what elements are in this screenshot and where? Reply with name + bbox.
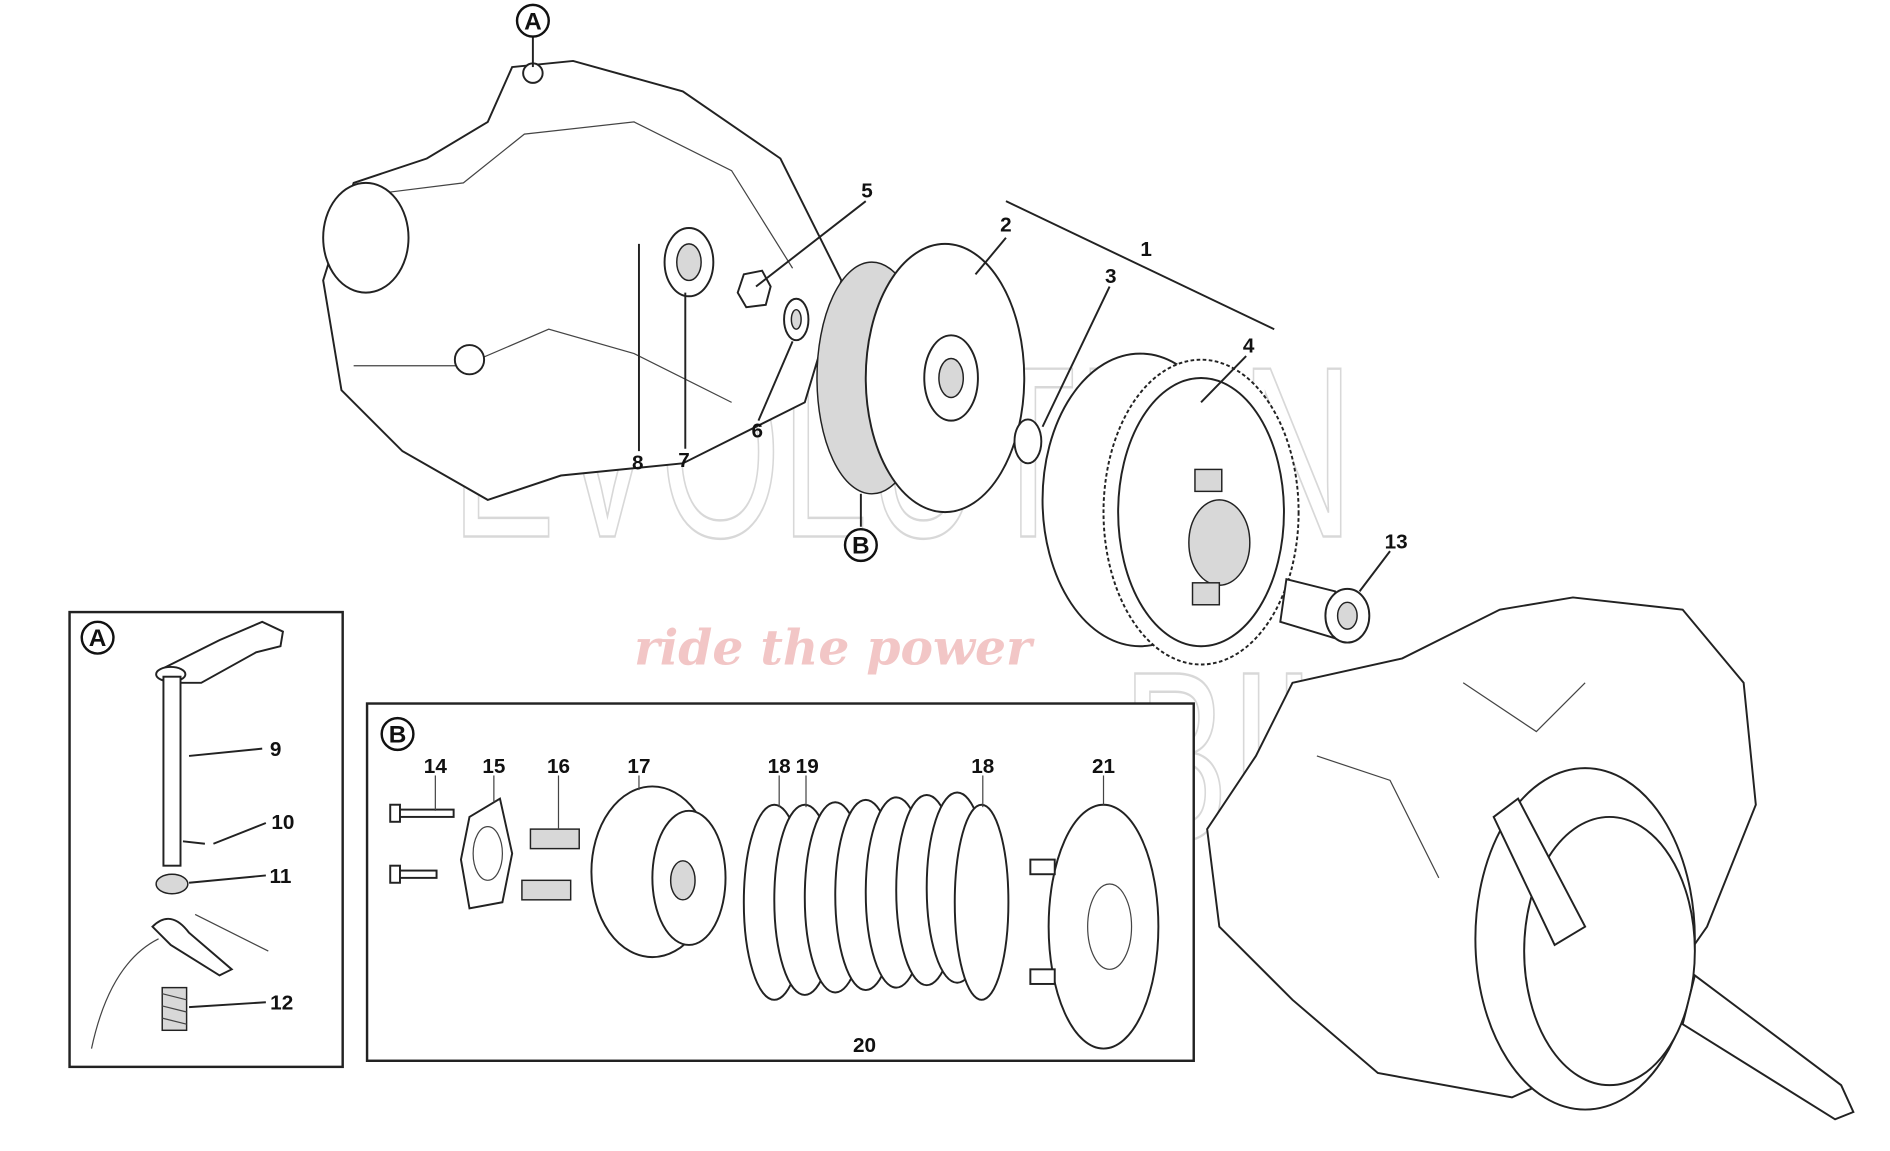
label-11: 11 — [270, 865, 292, 888]
label-13: 13 — [1385, 531, 1408, 554]
clutch-housing-4 — [1041, 352, 1300, 666]
label-2: 2 — [1000, 214, 1012, 237]
part-labels: 1 2 3 4 5 6 7 8 13 — [632, 180, 1408, 554]
label-21: 21 — [1092, 755, 1115, 778]
label-19: 19 — [796, 755, 819, 778]
label-1: 1 — [1140, 238, 1152, 261]
callout-a-circle — [515, 3, 550, 38]
label-18a: 18 — [768, 755, 791, 778]
label-16: 16 — [547, 755, 570, 778]
label-5: 5 — [861, 180, 873, 203]
label-3: 3 — [1105, 265, 1117, 288]
detail-b-box: B 14 15 16 17 — [365, 702, 1195, 1062]
label-9: 9 — [270, 738, 282, 761]
label-6: 6 — [751, 420, 763, 443]
detail-a-box: A 9 10 11 12 — [68, 610, 344, 1069]
detail-a-title: A — [89, 625, 107, 652]
label-8: 8 — [632, 451, 644, 474]
label-12: 12 — [270, 992, 293, 1015]
crankcase-with-crankshaft — [1206, 596, 1855, 1121]
watermark-slogan: ride the power — [634, 619, 1035, 677]
label-14: 14 — [424, 755, 448, 778]
label-4: 4 — [1243, 334, 1255, 357]
washer-3 — [1013, 418, 1043, 465]
callout-b: B — [852, 533, 870, 560]
label-7: 7 — [678, 449, 690, 472]
label-17: 17 — [627, 755, 650, 778]
crankcase-cover — [322, 59, 843, 501]
collar-13 — [1279, 577, 1371, 644]
label-18b: 18 — [971, 755, 994, 778]
label-15: 15 — [482, 755, 505, 778]
callout-b-circle — [843, 527, 878, 563]
detail-b-title: B — [389, 722, 407, 749]
nut-5 — [736, 269, 772, 309]
callout-a: A — [524, 8, 542, 35]
clutch-assembly-2 — [816, 242, 1026, 514]
label-10: 10 — [271, 811, 294, 834]
label-20: 20 — [853, 1034, 876, 1057]
